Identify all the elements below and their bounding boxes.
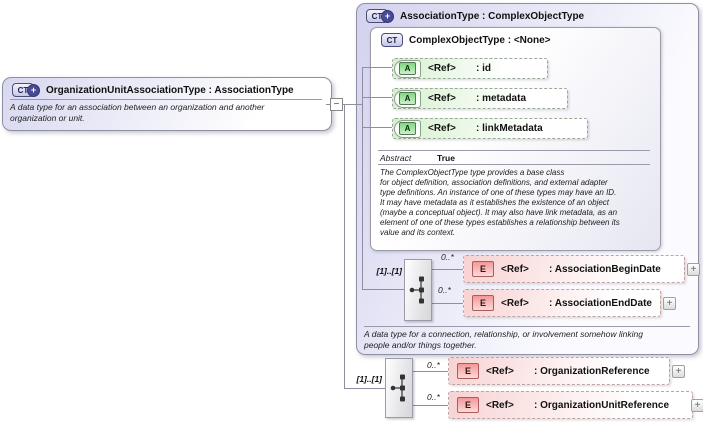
expand-toggle[interactable]: + xyxy=(663,297,676,310)
element-name: : OrganizationReference xyxy=(534,365,650,377)
occurs-label: 0..* xyxy=(427,392,440,402)
element-icon: E xyxy=(457,397,479,413)
connector-line xyxy=(362,289,404,290)
expand-toggle[interactable]: + xyxy=(691,399,703,412)
element-name: : AssociationBeginDate xyxy=(549,263,661,275)
left-box-description: A data type for an association between a… xyxy=(10,102,265,123)
derived-type-plus-icon: + xyxy=(381,9,394,23)
element-organization-unit-reference[interactable]: E <Ref> : OrganizationUnitReference xyxy=(448,391,693,419)
expand-toggle[interactable]: + xyxy=(672,365,685,378)
association-box-description: A data type for a connection, relationsh… xyxy=(364,329,643,350)
element-association-begin-date[interactable]: E <Ref> : AssociationBeginDate xyxy=(463,255,685,283)
element-organization-reference[interactable]: E <Ref> : OrganizationReference xyxy=(448,357,670,385)
attribute-icon: A xyxy=(399,122,416,135)
attribute-cap: A xyxy=(394,89,421,108)
connector-line xyxy=(362,127,392,128)
left-box-title: OrganizationUnitAssociationType : Associ… xyxy=(46,84,294,96)
element-name: : OrganizationUnitReference xyxy=(534,399,670,411)
element-icon: E xyxy=(472,261,494,277)
facet-label: Abstract xyxy=(380,153,412,163)
occurs-label: 0..* xyxy=(441,252,454,262)
facet-value: True xyxy=(437,153,455,163)
connector-line xyxy=(432,303,463,304)
attribute-cap: A xyxy=(394,119,421,138)
attribute-icon: A xyxy=(399,62,416,75)
attribute-name: : id xyxy=(476,63,491,74)
connector-line xyxy=(362,67,363,290)
derived-type-plus-icon: + xyxy=(27,83,40,97)
organization-unit-association-type-box[interactable] xyxy=(2,77,332,131)
occurs-label: 0..* xyxy=(438,285,451,295)
attribute-ref: <Ref> xyxy=(428,63,456,74)
divider xyxy=(378,164,650,165)
attribute-metadata[interactable]: A <Ref> : metadata xyxy=(392,88,568,109)
complex-type-icon: CT + xyxy=(366,9,394,23)
divider xyxy=(364,326,690,327)
choice-glyph xyxy=(390,374,405,402)
element-association-end-date[interactable]: E <Ref> : AssociationEndDate xyxy=(463,289,661,317)
inner-box-title: ComplexObjectType : <None> xyxy=(409,34,551,46)
divider xyxy=(10,99,322,100)
compositor-icon[interactable] xyxy=(385,358,413,418)
attribute-name: : metadata xyxy=(476,93,527,104)
attribute-cap: A xyxy=(394,59,421,78)
attribute-id[interactable]: A <Ref> : id xyxy=(392,58,548,79)
left-box-header: CT + OrganizationUnitAssociationType : A… xyxy=(12,83,294,97)
connector-line xyxy=(344,104,345,389)
connector-line xyxy=(362,97,392,98)
element-ref: <Ref> xyxy=(486,365,514,377)
ct-badge: CT xyxy=(381,33,403,47)
element-icon: E xyxy=(472,295,494,311)
inner-box-description: The ComplexObjectType type provides a ba… xyxy=(380,168,620,237)
expand-toggle[interactable]: + xyxy=(687,263,700,276)
connector-line xyxy=(413,405,448,406)
association-box-header: CT + AssociationType : ComplexObjectType xyxy=(366,9,584,23)
collapse-toggle[interactable]: − xyxy=(330,98,343,111)
connector-line xyxy=(432,269,463,270)
attribute-ref: <Ref> xyxy=(428,93,456,104)
occurs-label: 0..* xyxy=(427,360,440,370)
cardinality-label: [1]..[1] xyxy=(376,266,403,276)
association-box-title: AssociationType : ComplexObjectType xyxy=(400,10,585,22)
connector-line xyxy=(344,388,385,389)
complex-type-icon: CT xyxy=(381,33,403,47)
inner-box-header: CT ComplexObjectType : <None> xyxy=(381,33,551,47)
element-ref: <Ref> xyxy=(486,399,514,411)
connector-line xyxy=(362,67,392,68)
attribute-icon: A xyxy=(399,92,416,105)
element-ref: <Ref> xyxy=(501,297,529,309)
cardinality-label: [1]..[1] xyxy=(356,374,383,384)
compositor-icon[interactable] xyxy=(404,259,432,321)
divider xyxy=(378,150,650,151)
attribute-ref: <Ref> xyxy=(428,123,456,134)
attribute-name: : linkMetadata xyxy=(476,123,543,134)
element-name: : AssociationEndDate xyxy=(549,297,652,309)
choice-glyph xyxy=(409,276,424,304)
element-icon: E xyxy=(457,363,479,379)
complex-type-icon: CT + xyxy=(12,83,40,97)
attribute-link-metadata[interactable]: A <Ref> : linkMetadata xyxy=(392,118,588,139)
element-ref: <Ref> xyxy=(501,263,529,275)
connector-line xyxy=(413,371,448,372)
